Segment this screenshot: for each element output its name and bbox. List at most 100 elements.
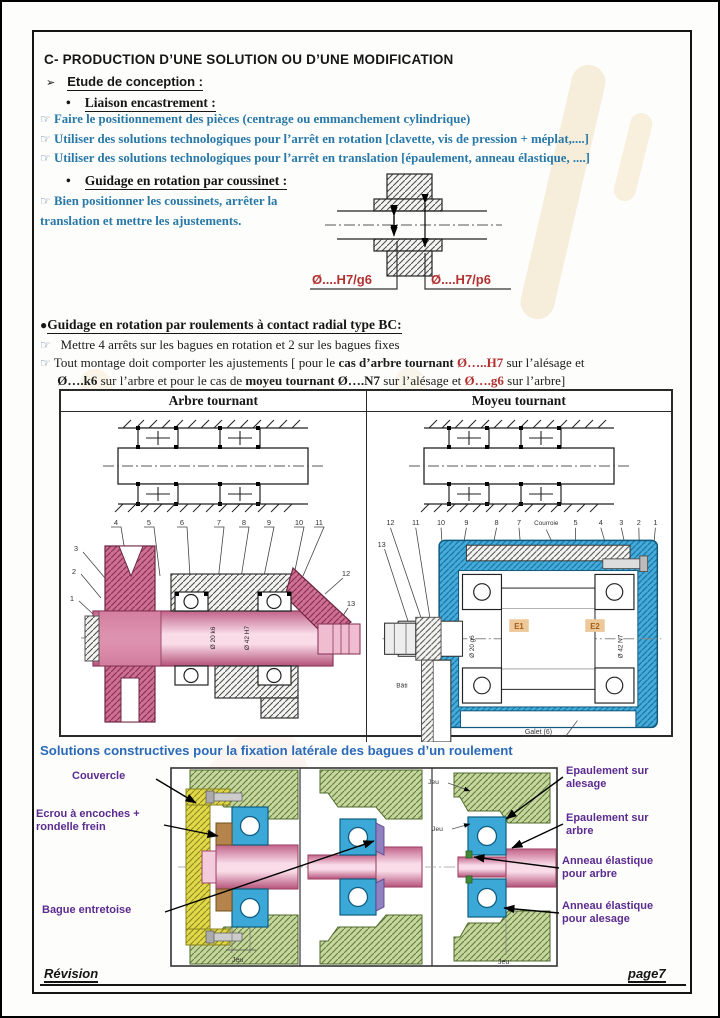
label-galet: Galet (6) (525, 729, 552, 736)
bearing-fixation-figure: Jeu Jeu Jeu (170, 767, 558, 967)
label-couvercle: Couvercle (72, 770, 126, 782)
callout: 1 (653, 518, 657, 527)
label-anneau-alesage: Anneau élastique pour alesage (562, 900, 654, 925)
moyeu-schematic-drawing (408, 419, 629, 513)
dim-label: Ø 42 N7 (617, 634, 624, 658)
coussinet-drawing: Ø....H7/g6 Ø....H7/p6 (310, 173, 511, 290)
pointer-icon: ☞ (40, 131, 51, 146)
label-ecrou-encoches: Ecrou à encoches + rondelle frein (36, 808, 140, 833)
moyeu-section-drawing: 12 11 10 9 8 7 Courroie 5 4 3 2 1 13 (377, 518, 661, 742)
jeu-label: Jeu (498, 959, 509, 966)
pointer-icon: ☞ (40, 194, 51, 208)
pointer-icon: ☞ (40, 112, 51, 126)
callout: 7 (517, 518, 521, 527)
tip-line: ☞ Faire le positionnement des pièces (ce… (40, 110, 684, 130)
tip-text: Faire le positionnement des pièces (cent… (53, 112, 471, 126)
label-e1: E1 (514, 622, 524, 631)
tip2-bold: moyeu tournant (245, 373, 338, 388)
callout: 6 (180, 518, 184, 527)
table-header-arbre: Arbre tournant (61, 391, 367, 411)
content-frame (32, 30, 692, 994)
callout: 10 (295, 518, 303, 527)
tip2-bold-fit: Ø….k6 (57, 373, 98, 388)
callout: 11 (315, 518, 323, 527)
tip-line: ☞ Utiliser des solutions technologiques … (40, 130, 684, 150)
jeu-label: Jeu (432, 826, 443, 833)
bullet-icon: • (66, 95, 71, 110)
dim-label: Ø 42 H7 (244, 626, 251, 651)
callout: 5 (573, 518, 577, 527)
solutions-figure-block: Couvercle Ecrou à encoches + rondelle fr… (32, 762, 692, 970)
tip-text: Utiliser des solutions technologiques po… (53, 131, 589, 146)
cell-moyeu-tournant: 12 11 10 9 8 7 Courroie 5 4 3 2 1 13 (367, 412, 672, 742)
dim-label: Ø 20 g6 (469, 635, 476, 658)
pointer-icon: ☞ (40, 151, 51, 165)
callout: 3 (74, 544, 78, 553)
tip-line: ☞ Utiliser des solutions technologiques … (40, 149, 684, 169)
pointer-icon: ☞ (40, 356, 51, 370)
bullet-icon: ● (40, 318, 48, 332)
montage-comparison-table: Arbre tournant Moyeu tournant (59, 389, 673, 742)
tip2-text: Tout montage doit comporter les ajusteme… (53, 355, 339, 370)
callout: 8 (242, 518, 246, 527)
tip2-red-fit: Ø…..H7 (457, 355, 504, 370)
callout: 5 (147, 518, 151, 527)
tip2-text: sur l’alésage et (380, 373, 465, 388)
callout: 13 (347, 599, 355, 608)
callout: 1 (70, 594, 74, 603)
callout: 2 (72, 567, 76, 576)
tip2-red-fit: Ø….g6 (464, 373, 504, 388)
callout: 9 (267, 518, 271, 527)
coussinet-tip-text: Bien positionner les coussinets, arrêter… (40, 194, 278, 228)
tip2-bold-fit: Ø….N7 (337, 373, 381, 388)
callout: 11 (412, 518, 420, 527)
callout: 4 (599, 518, 603, 527)
section-heading-conception: Etude de conception : (67, 74, 204, 91)
callout: 9 (464, 518, 468, 527)
callout: 12 (342, 569, 350, 578)
callout: 2 (637, 518, 641, 527)
dim-label: Ø 20 k6 (210, 626, 217, 649)
label-e2: E2 (590, 622, 600, 631)
callout: 10 (437, 518, 445, 527)
pointer-icon: ☞ (40, 338, 51, 352)
tip-text: Utiliser des solutions technologiques po… (53, 151, 590, 165)
label-bati: Bâti (396, 682, 408, 689)
footer-rule (40, 984, 686, 986)
heading-liaison-encastrement: Liaison encastrement : (84, 95, 216, 112)
label-anneau-arbre: Anneau élastique pour arbre (562, 855, 654, 880)
label-epaulement-alesage: Epaulement sur alesage (566, 765, 649, 790)
arrow-bullet-icon: ➢ (46, 76, 56, 89)
tip2-text: sur l’arbre] (503, 373, 566, 388)
table-header-row: Arbre tournant Moyeu tournant (61, 391, 671, 412)
footer-page-number: page7 (628, 966, 666, 983)
roulements-tip2: ☞ Tout montage doit comporter les ajuste… (40, 354, 682, 390)
heading-solutions-constructives: Solutions constructives pour la fixation… (40, 743, 513, 758)
callout: 3 (619, 518, 623, 527)
callout: 4 (114, 518, 118, 527)
roulements-tip1: Mettre 4 arrêts sur les bagues en rotati… (60, 337, 400, 352)
tip2-bold: cas d’arbre tournant (338, 355, 458, 370)
bullet-icon: • (66, 173, 71, 188)
heading-roulements-bc: Guidage en rotation par roulements à con… (47, 317, 402, 334)
arbre-section-drawing: 4 5 6 7 8 9 10 11 3 2 1 12 13 (70, 518, 361, 723)
label-bague-entretoise: Bague entretoise (42, 904, 132, 916)
callout: 13 (377, 540, 385, 549)
footer-revision: Révision (44, 966, 99, 983)
tip2-text: sur l’alésage et (503, 355, 585, 370)
callout: 8 (494, 518, 498, 527)
callout: 7 (217, 518, 221, 527)
label-epaulement-arbre: Epaulement sur arbre (566, 812, 649, 837)
callout-courroie: Courroie (534, 520, 559, 527)
jeu-label: Jeu (232, 957, 243, 964)
fit-label-h7g6: Ø....H7/g6 (312, 272, 372, 287)
tip2-text: sur l’arbre et pour le cas de (97, 373, 246, 388)
page-title: C- PRODUCTION D’UNE SOLUTION OU D’UNE MO… (44, 52, 454, 67)
cell-arbre-tournant: 4 5 6 7 8 9 10 11 3 2 1 12 13 (61, 412, 367, 742)
table-header-moyeu: Moyeu tournant (471, 393, 566, 408)
arbre-schematic-drawing (103, 419, 324, 513)
callout: 12 (386, 518, 394, 527)
jeu-label: Jeu (428, 779, 439, 786)
fit-label-h7p6: Ø....H7/p6 (431, 272, 491, 287)
